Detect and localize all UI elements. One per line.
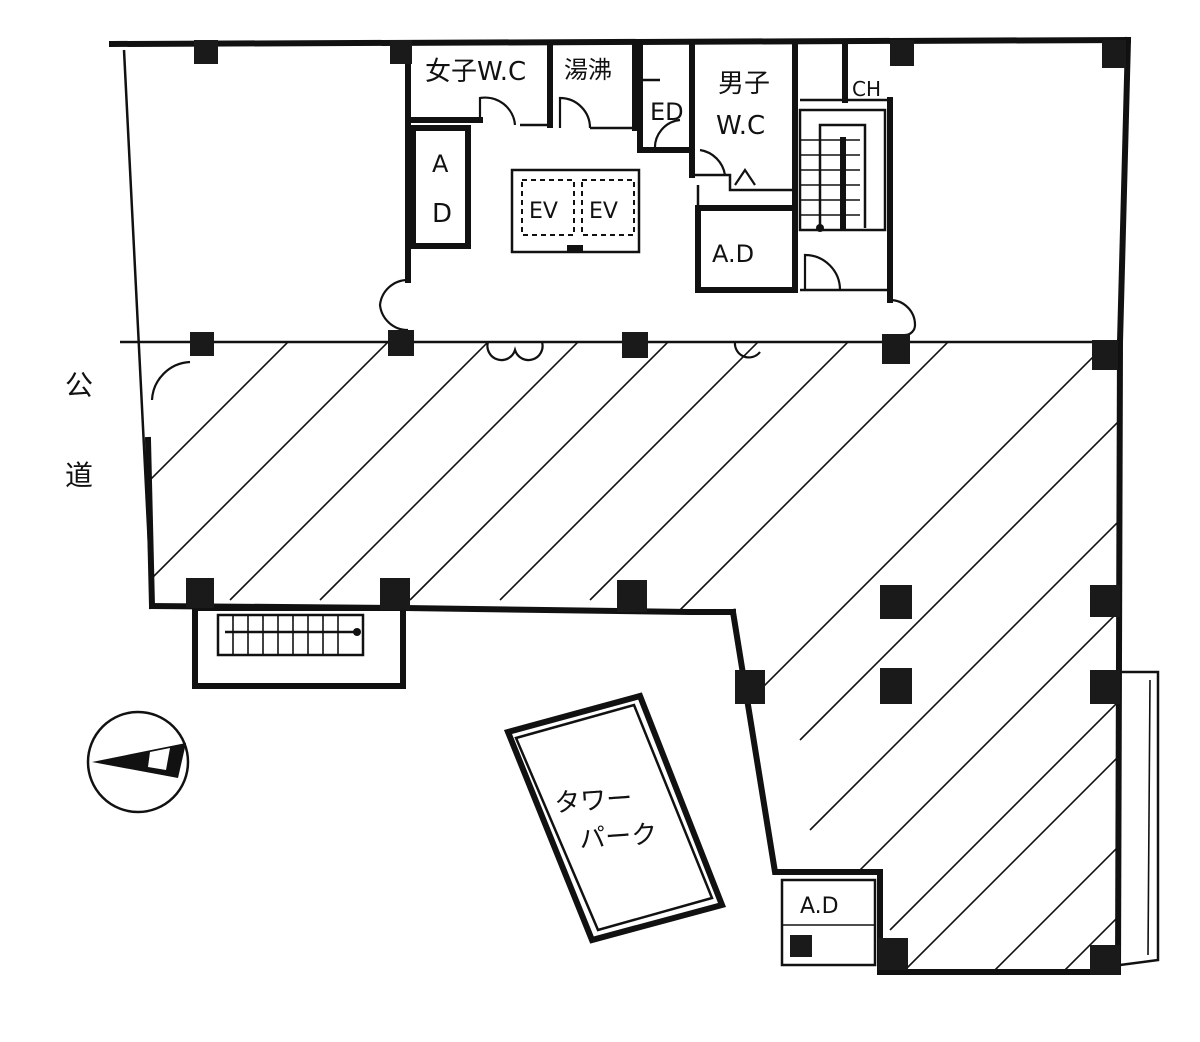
public-road-label-line1: 公 (65, 369, 93, 402)
staircase-icon (798, 108, 887, 232)
tower-park (503, 692, 727, 944)
right-outer-edge (1119, 670, 1160, 967)
womens-wc-label: 女子W.C (425, 57, 526, 87)
ad-left-label-line2: D (432, 199, 452, 229)
ad-room-bottom (780, 878, 877, 967)
public-road-label-line2: 道 (65, 459, 93, 492)
elevator-right-label: EV (589, 199, 618, 224)
ad-left-label-line1: A (432, 150, 449, 178)
north-arrow-icon (86, 710, 190, 814)
ed-label: ED (650, 98, 684, 126)
staircase-icon (192, 605, 406, 689)
hatched-office-area (150, 342, 1118, 975)
ad-bottom-label: A.D (800, 894, 839, 919)
elevator-left-label: EV (529, 199, 558, 224)
mens-wc-label-line1: 男子 (718, 69, 770, 99)
tower-park-label-line2: パーク (578, 820, 658, 855)
ad-right-label: A.D (712, 240, 754, 268)
ch-label: CH (852, 77, 881, 101)
kitchenette-label: 湯沸 (564, 56, 612, 84)
mens-wc-label-line2: W.C (716, 111, 765, 141)
structural-column-icon (186, 40, 1126, 975)
core-walls (405, 41, 893, 303)
exterior-walls (108, 36, 1132, 976)
door-swings (150, 96, 917, 401)
tower-park-label-line1: タワー (553, 784, 633, 819)
